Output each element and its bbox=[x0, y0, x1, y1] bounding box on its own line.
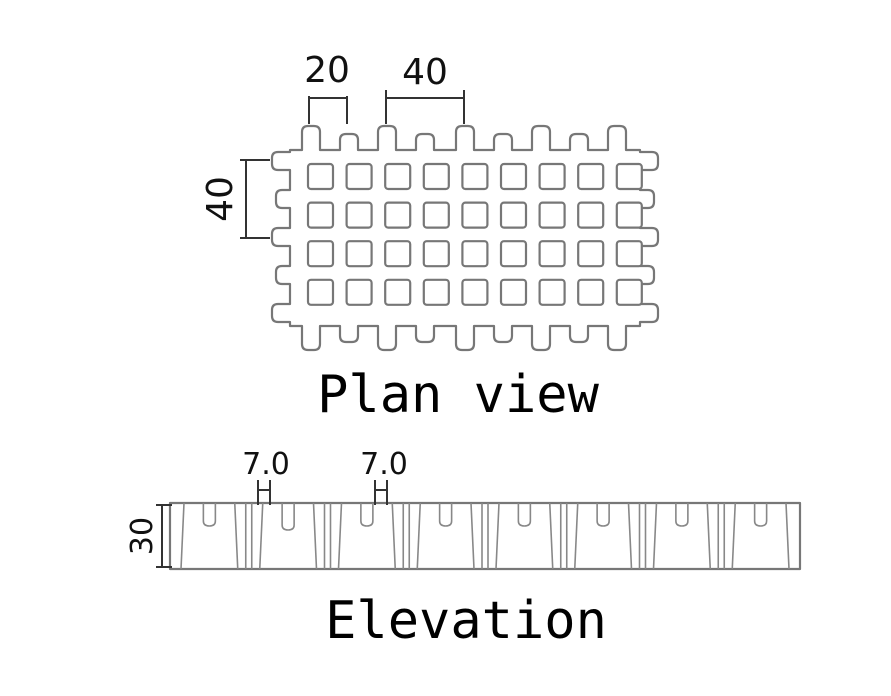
panel-taper-line bbox=[258, 502, 264, 570]
elevation-panels bbox=[180, 502, 790, 570]
grid-cell bbox=[615, 201, 643, 229]
grid-cell bbox=[615, 278, 643, 306]
plan-dim-bar-width: 20 bbox=[304, 50, 350, 124]
panel-taper-line bbox=[627, 502, 633, 570]
grid-cell bbox=[538, 240, 566, 268]
grid-cell bbox=[384, 162, 412, 191]
grid-cell bbox=[384, 278, 412, 306]
grid-cell bbox=[577, 278, 605, 306]
plan-view-outline bbox=[270, 124, 660, 352]
grid-cell bbox=[345, 201, 373, 229]
grid-cell bbox=[461, 201, 489, 229]
grid-cell bbox=[538, 278, 566, 306]
grid-cell bbox=[461, 278, 489, 306]
panel-notch bbox=[753, 503, 768, 527]
dim-label-notch-right: 7.0 bbox=[360, 447, 408, 482]
elevation-outline bbox=[168, 501, 802, 571]
panel-taper-line bbox=[785, 502, 790, 570]
grid-cell bbox=[384, 240, 412, 268]
panel-notch bbox=[360, 503, 374, 527]
plan-dim-pitch-x: 40 bbox=[385, 52, 465, 124]
grid-cell bbox=[384, 201, 412, 229]
elevation-dim-notch-right: 7.0 bbox=[360, 447, 408, 505]
grid-cell bbox=[306, 278, 335, 306]
panel-taper-line bbox=[337, 502, 343, 570]
dim-label-notch-left: 7.0 bbox=[242, 447, 290, 482]
grid-cell bbox=[499, 201, 528, 229]
elevation-dim-height: 30 bbox=[125, 504, 172, 568]
panel-taper-line bbox=[731, 502, 737, 570]
panel-taper-line bbox=[548, 502, 554, 570]
grid-cell bbox=[538, 201, 566, 229]
panel-taper-line bbox=[233, 502, 239, 570]
grid-cell bbox=[345, 240, 373, 268]
grid-cell bbox=[461, 162, 489, 191]
dim-label-bar-width: 20 bbox=[304, 50, 350, 91]
grid-cell bbox=[577, 201, 605, 229]
grid-cell bbox=[499, 240, 528, 268]
panel-notch bbox=[517, 503, 532, 527]
panel-taper-line bbox=[180, 502, 185, 570]
panel-taper-line bbox=[652, 502, 658, 570]
plan-view bbox=[270, 124, 660, 352]
grid-cell bbox=[306, 162, 335, 191]
panel-notch bbox=[675, 503, 689, 527]
panel-notch bbox=[438, 503, 453, 527]
grid-cell bbox=[577, 162, 605, 191]
panel-taper-line bbox=[470, 502, 475, 570]
panel-notch bbox=[596, 503, 610, 527]
panel-taper-line bbox=[312, 502, 318, 570]
grid-cell bbox=[306, 201, 335, 229]
grid-cell bbox=[577, 240, 605, 268]
grid-cell bbox=[306, 240, 335, 268]
grid-cell bbox=[461, 240, 489, 268]
dim-label-pitch-y: 40 bbox=[200, 176, 241, 222]
elevation-view bbox=[168, 501, 802, 571]
panel-notch bbox=[202, 503, 217, 527]
panel-taper-line bbox=[573, 502, 579, 570]
dim-label-pitch-x: 40 bbox=[402, 52, 448, 93]
grid-cell bbox=[499, 162, 528, 191]
panel-notch bbox=[281, 503, 295, 531]
grid-cell bbox=[345, 278, 373, 306]
plan-dim-pitch-y: 40 bbox=[200, 159, 270, 239]
plan-view-cells bbox=[306, 162, 643, 306]
elevation-dim-notch-left: 7.0 bbox=[242, 447, 290, 505]
grid-cell bbox=[499, 278, 528, 306]
panel-taper-line bbox=[391, 502, 397, 570]
grid-cell bbox=[345, 162, 373, 191]
panel-taper-line bbox=[706, 502, 712, 570]
grid-cell bbox=[422, 240, 450, 268]
panel-taper-line bbox=[495, 502, 500, 570]
elevation-caption: Elevation bbox=[325, 591, 607, 651]
grid-cell bbox=[422, 201, 450, 229]
grid-cell bbox=[422, 278, 450, 306]
plan-view-caption: Plan view bbox=[317, 365, 599, 425]
dim-label-height: 30 bbox=[125, 517, 160, 555]
grid-cell bbox=[538, 162, 566, 191]
grid-cell bbox=[422, 162, 450, 191]
grid-cell bbox=[615, 162, 643, 191]
grid-cell bbox=[615, 240, 643, 268]
panel-taper-line bbox=[416, 502, 422, 570]
